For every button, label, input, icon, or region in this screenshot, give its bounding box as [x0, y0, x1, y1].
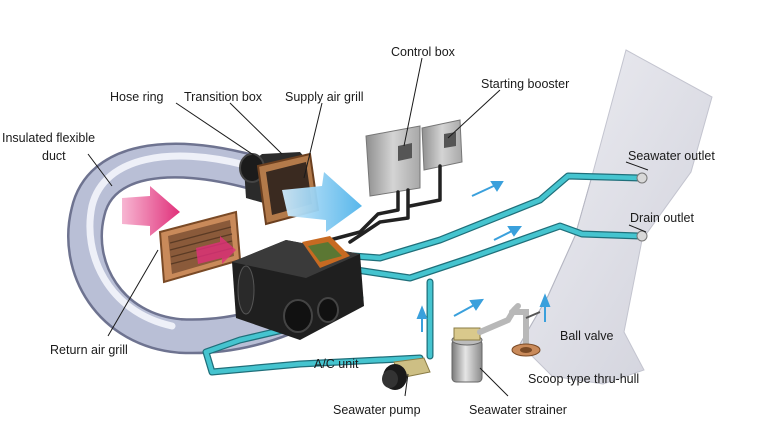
supply-air-arrow: [282, 172, 362, 232]
label-seawater-strainer: Seawater strainer: [469, 403, 567, 417]
control-box: [365, 125, 421, 197]
control-cable: [328, 190, 400, 242]
label-return-air-grill: Return air grill: [50, 343, 128, 357]
label-starting-booster: Starting booster: [481, 77, 569, 91]
seawater-outlet-fitting: [636, 172, 648, 184]
insulated-duct: [67, 142, 303, 355]
ball-valve: [509, 309, 541, 347]
hull-edge: [519, 175, 593, 345]
drain-outlet-fitting: [636, 230, 648, 242]
label-insulated-duct-2: duct: [42, 149, 66, 163]
label-insulated-duct-1: Insulated flexible: [2, 131, 95, 145]
label-ac-unit: A/C unit: [314, 357, 359, 371]
return-air-grill: [158, 210, 242, 284]
scoop-thru-hull: [511, 343, 541, 357]
return-air-arrow: [122, 186, 180, 236]
label-drain-outlet: Drain outlet: [630, 211, 694, 225]
ac-unit: [232, 236, 364, 340]
label-hose-ring: Hose ring: [110, 90, 164, 104]
leader-lines: [87, 57, 649, 397]
flow-arrows: [416, 181, 551, 332]
label-transition-box: Transition box: [184, 90, 263, 104]
seawater-pump: [382, 357, 431, 390]
booster-cable-2: [408, 164, 442, 208]
label-seawater-pump: Seawater pump: [333, 403, 421, 417]
label-control-box: Control box: [391, 45, 456, 59]
label-scoop-thru-hull: Scoop type thru-hull: [528, 372, 639, 386]
label-ball-valve: Ball valve: [560, 329, 614, 343]
seawater-strainer: [451, 303, 521, 383]
label-seawater-outlet: Seawater outlet: [628, 149, 715, 163]
label-supply-air-grill: Supply air grill: [285, 90, 364, 104]
starting-booster: [421, 119, 463, 171]
booster-cable: [348, 188, 410, 244]
